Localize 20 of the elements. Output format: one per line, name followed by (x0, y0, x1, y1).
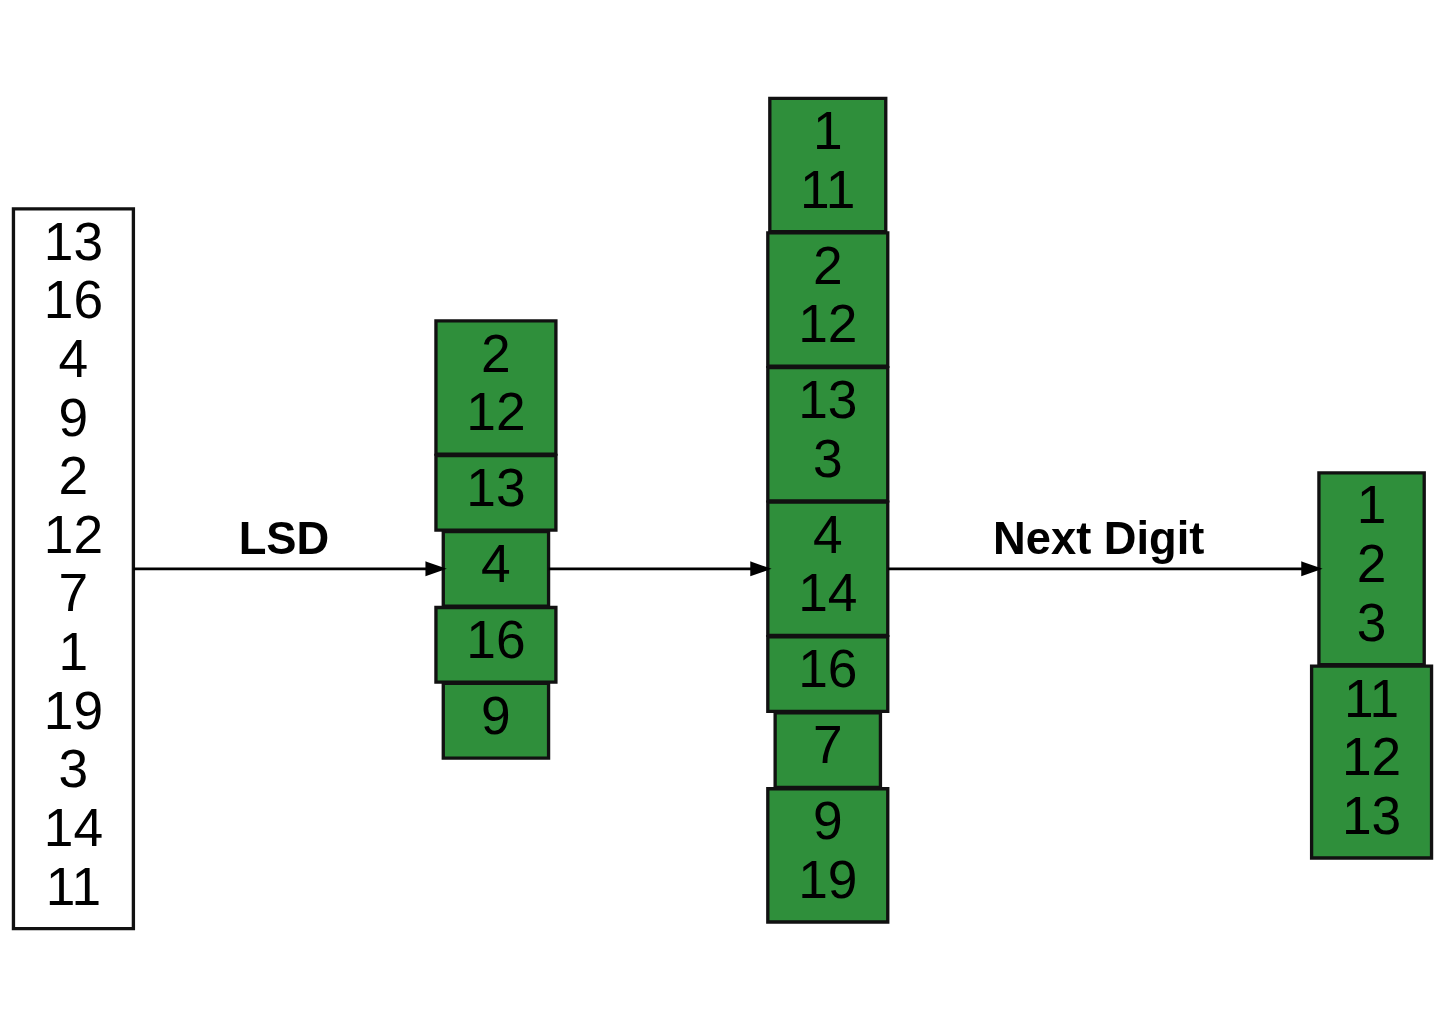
node-box: 13 16 4 9 2 12 7 1 19 3 14 11 (11, 207, 136, 931)
node-box: 2 12 (766, 231, 890, 368)
node-box: 1 2 3 (1317, 471, 1426, 667)
node-box: 4 (441, 529, 551, 608)
edge-label: LSD (238, 513, 330, 565)
node-box: 4 14 (766, 500, 890, 638)
arrow (888, 561, 1323, 577)
node-box: 16 (434, 605, 558, 684)
node-box: 1 11 (768, 96, 888, 234)
node-box: 13 (434, 453, 558, 532)
node-box: 9 19 (766, 787, 890, 924)
node-box: 9 (441, 681, 551, 760)
node-box: 7 (773, 711, 883, 790)
node-box: 16 (766, 635, 890, 714)
edge-label: Next Digit (993, 513, 1205, 565)
arrow (133, 561, 447, 577)
arrow (548, 561, 772, 577)
node-box: 11 12 13 (1309, 664, 1434, 860)
node-box: 13 3 (766, 365, 890, 503)
node-box: 2 12 (434, 319, 558, 456)
